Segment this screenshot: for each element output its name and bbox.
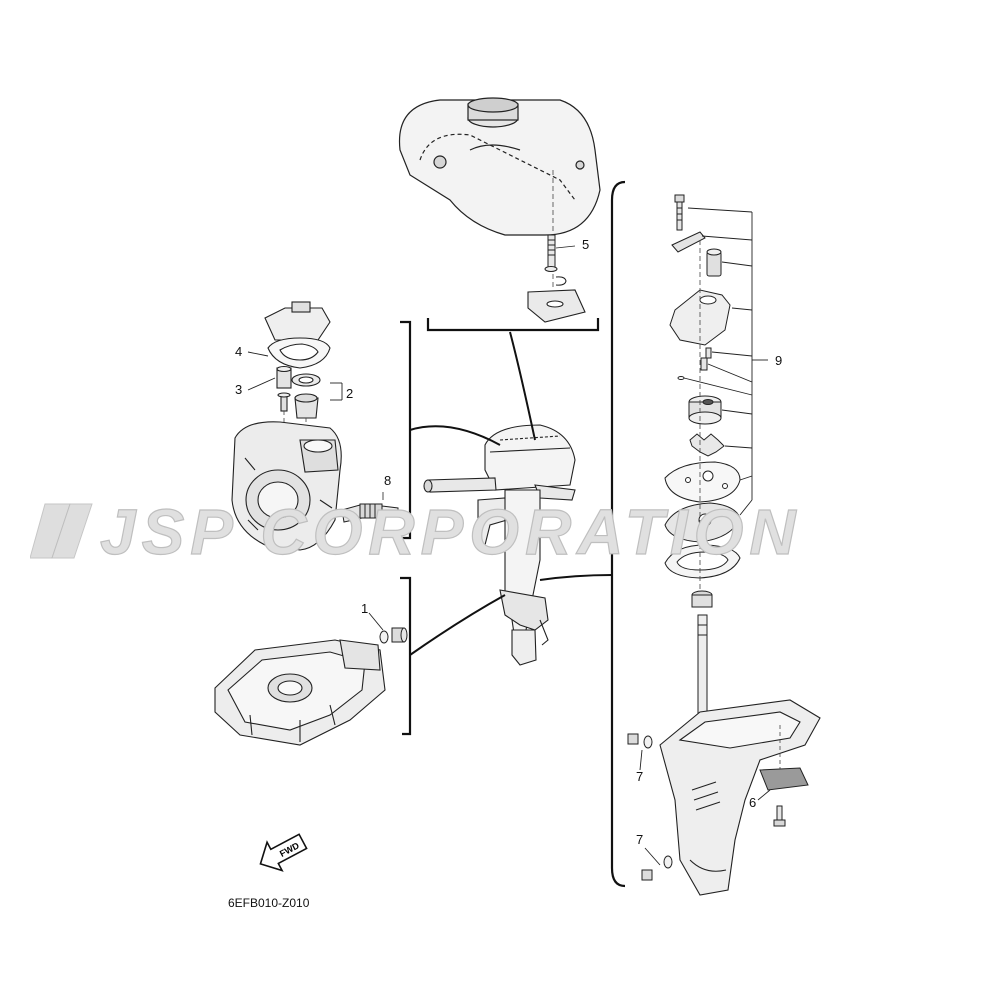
callout-6: 6	[749, 795, 757, 810]
callout-8: 8	[384, 473, 392, 488]
part-9-leaders	[683, 207, 768, 516]
diagram-code: 6EFB010-Z010	[228, 896, 310, 910]
callout-leaders	[247, 351, 771, 866]
drain-plug	[379, 627, 408, 644]
callout-7-upper: 7	[636, 769, 644, 784]
fuel-cock-bolt	[544, 234, 567, 286]
cylinder-block	[231, 421, 342, 551]
callout-3: 3	[235, 382, 243, 397]
callout-7-lower: 7	[636, 832, 644, 847]
fuel-cock-bracket	[527, 289, 586, 323]
spark-plug	[341, 503, 399, 523]
water-pump-assembly	[664, 194, 741, 579]
cylinder-head-assembly	[264, 301, 331, 419]
check-plug-lower	[641, 855, 673, 881]
lower-left-bracket	[400, 576, 412, 736]
drive-shaft	[691, 590, 713, 726]
tank-group-bracket	[426, 318, 600, 332]
callout-4: 4	[235, 344, 243, 359]
fwd-arrow-icon: FWD	[259, 833, 308, 872]
callout-2: 2	[346, 386, 354, 401]
right-group-bracket	[610, 180, 626, 888]
check-plug-upper	[627, 733, 653, 749]
outboard-motor	[423, 424, 576, 666]
callout-5: 5	[582, 237, 590, 252]
anode-plate	[759, 767, 809, 791]
upper-left-bracket	[400, 320, 412, 540]
lower-unit	[659, 699, 821, 896]
callout-1: 1	[361, 601, 369, 616]
fuel-tank-cover	[398, 97, 601, 236]
crankcase	[214, 639, 386, 746]
anode-bolt	[773, 805, 786, 827]
callout-9: 9	[775, 353, 783, 368]
